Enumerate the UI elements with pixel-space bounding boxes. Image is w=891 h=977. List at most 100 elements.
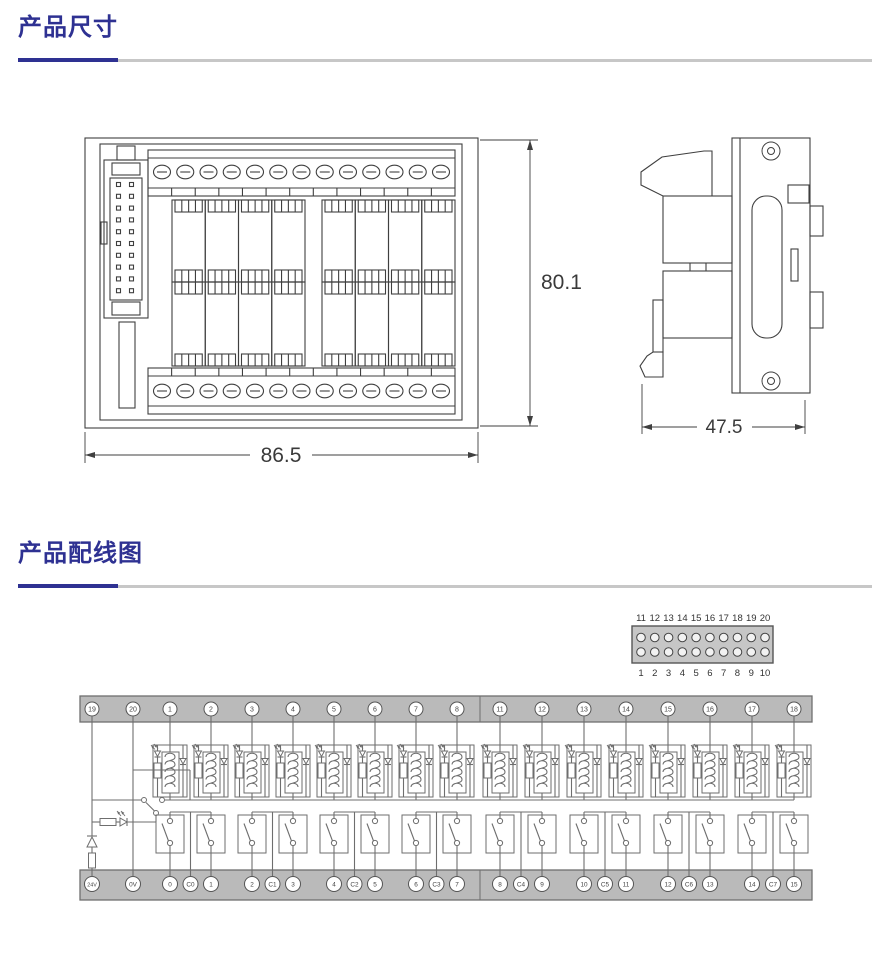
terminal-14: 14: [622, 707, 630, 714]
terminal-C0: C0: [186, 881, 195, 888]
terminal-20: 20: [129, 707, 137, 714]
relay-cell: [191, 716, 229, 876]
dim-height-label: 80.1: [541, 271, 582, 294]
terminal-C6: C6: [685, 881, 694, 888]
relay-cell: [606, 716, 644, 876]
terminal-14: 14: [748, 881, 756, 888]
side-view-drawing: [639, 137, 824, 394]
relay-cell: [150, 716, 188, 876]
terminal-7: 7: [455, 881, 459, 888]
relay-cell: [690, 716, 728, 876]
dimension-height: 80.1: [480, 139, 582, 427]
connector-pin-label: 7: [721, 668, 726, 679]
connector-pin-label: 16: [705, 613, 716, 624]
terminal-24V: 24V: [87, 882, 97, 888]
connector-pin-label: 5: [693, 668, 698, 679]
connector-pin-label: 6: [707, 668, 712, 679]
terminal-C5: C5: [601, 881, 610, 888]
terminal-5: 5: [332, 707, 336, 714]
relay-cell: [732, 716, 770, 876]
dimension-depth: 47.5: [641, 384, 806, 438]
terminal-6: 6: [414, 881, 418, 888]
connector-pin-label: 8: [735, 668, 740, 679]
section-rule: [18, 58, 872, 62]
terminal-8: 8: [498, 881, 502, 888]
section-rule: [18, 584, 872, 588]
contact-common-links: [170, 811, 794, 876]
rule-accent-segment: [18, 58, 118, 62]
rule-accent-segment: [18, 584, 118, 588]
connector-pin-label: 14: [677, 613, 688, 624]
relay-cell: [232, 716, 270, 876]
section-title-dimensions: 产品尺寸: [18, 14, 118, 41]
connector-pin-label: 10: [760, 668, 771, 679]
terminal-8: 8: [455, 707, 459, 714]
relay-cell: [522, 716, 560, 876]
connector-pin-label: 17: [718, 613, 729, 624]
terminal-4: 4: [332, 881, 336, 888]
terminal-0V: 0V: [129, 881, 138, 888]
connector-pin-label: 1: [638, 668, 643, 679]
dim-width-label: 86.5: [261, 444, 302, 467]
relay-cell: [648, 716, 686, 876]
relay-cell: [273, 716, 311, 876]
connector-pin-label: 2: [652, 668, 657, 679]
terminal-C3: C3: [432, 881, 441, 888]
relay-cell: [480, 716, 518, 876]
terminal-2: 2: [250, 881, 254, 888]
terminal-15: 15: [790, 881, 798, 888]
relay-cell: [355, 716, 393, 876]
idc-connector: [100, 145, 149, 409]
terminal-17: 17: [748, 707, 756, 714]
relay-cell: [774, 716, 812, 876]
terminal-18: 18: [790, 707, 798, 714]
terminal-3: 3: [291, 881, 295, 888]
section-title-wiring: 产品配线图: [18, 540, 143, 567]
connector-pin-label: 12: [649, 613, 660, 624]
relay-cell: [564, 716, 602, 876]
terminal-10: 10: [580, 881, 588, 888]
relay-cell: [437, 716, 475, 876]
connector-pin-label: 9: [749, 668, 754, 679]
connector-pin-label: 3: [666, 668, 671, 679]
connector-pin-label: 20: [760, 613, 771, 624]
terminal-16: 16: [706, 707, 714, 714]
terminal-9: 9: [540, 881, 544, 888]
rule-gray-segment: [118, 584, 872, 588]
terminal-12: 12: [664, 881, 672, 888]
connector-pin-label: 4: [680, 668, 685, 679]
terminal-C1: C1: [268, 881, 277, 888]
terminal-C4: C4: [517, 881, 526, 888]
connector-pin-label: 13: [663, 613, 674, 624]
terminal-1: 1: [168, 707, 172, 714]
terminal-19: 19: [88, 707, 96, 714]
terminal-11: 11: [496, 707, 503, 714]
relay-cell: [396, 716, 434, 876]
terminal-0: 0: [168, 881, 172, 888]
connector-pin-label: 11: [636, 613, 646, 624]
terminal-4: 4: [291, 707, 295, 714]
terminal-3: 3: [250, 707, 254, 714]
connector-pin-label: 15: [691, 613, 702, 624]
connector-pin-label: 19: [746, 613, 757, 624]
terminal-12: 12: [538, 707, 546, 714]
front-view-drawing: [84, 137, 479, 429]
connector-pin-label: 18: [732, 613, 743, 624]
terminal-1: 1: [209, 881, 213, 888]
terminal-6: 6: [373, 707, 377, 714]
relay-cell: [314, 716, 352, 876]
terminal-5: 5: [373, 881, 377, 888]
terminal-15: 15: [664, 707, 672, 714]
terminal-13: 13: [706, 881, 714, 888]
dim-depth-label: 47.5: [706, 417, 743, 438]
rule-gray-segment: [118, 58, 872, 62]
terminal-C7: C7: [769, 881, 778, 888]
terminal-13: 13: [580, 707, 588, 714]
dimension-width: 86.5: [84, 432, 479, 467]
terminal-11: 11: [623, 881, 630, 888]
